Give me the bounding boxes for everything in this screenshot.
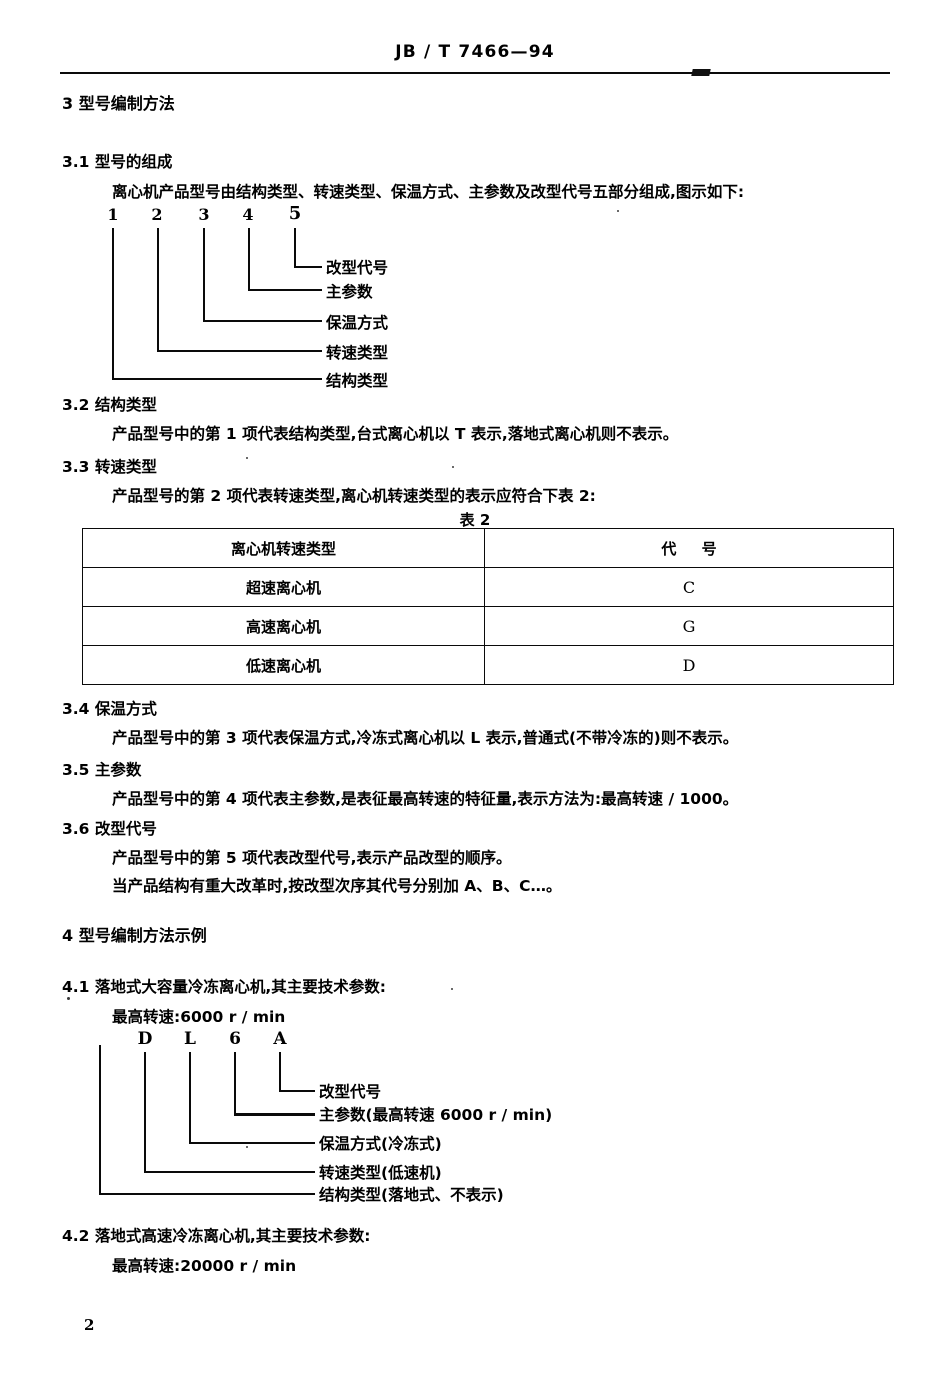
- diagram1-label-3: 保温方式: [326, 314, 389, 332]
- diagram1-label-1: 结构类型: [326, 372, 389, 390]
- diagram1-label-2: 转速类型: [326, 344, 389, 362]
- diagram1-leader-2-vertical: [157, 228, 159, 352]
- header-ink-blot: [691, 69, 711, 76]
- text-section-3-3: 产品型号的第 2 项代表转速类型,离心机转速类型的表示应符合下表 2:: [112, 487, 596, 505]
- text-section-3-6-line2: 当产品结构有重大改革时,按改型次序其代号分别加 A、B、C…。: [112, 877, 562, 895]
- text-section-3-6-line1: 产品型号中的第 5 项代表改型代号,表示产品改型的顺序。: [112, 849, 512, 867]
- page-number: 2: [84, 1316, 95, 1334]
- diagram1-label-4: 主参数: [326, 283, 373, 301]
- diagram2-code-4: 6: [229, 1029, 241, 1049]
- diagram1-leader-3-horizontal: [203, 320, 322, 322]
- diagram1-position-1: 1: [107, 205, 119, 224]
- diagram2-code-5: A: [273, 1029, 287, 1049]
- diagram2-code-2: D: [137, 1029, 153, 1049]
- diagram1-leader-4-horizontal: [248, 289, 322, 291]
- table2-row2-type: 高速离心机: [82, 606, 485, 646]
- diagram2-leader-4-vertical: [234, 1052, 236, 1115]
- diagram2-label-2: 转速类型(低速机): [319, 1164, 442, 1182]
- diagram1-leader-5-vertical: [294, 228, 296, 268]
- table2-row3-code: D: [484, 645, 894, 685]
- text-section-4-2-spec: 最高转速:20000 r / min: [112, 1257, 297, 1275]
- diagram2-leader-2-horizontal: [144, 1171, 315, 1173]
- scan-speck: [451, 988, 453, 990]
- table-row-header: 离心机转速类型 代 号: [82, 528, 894, 568]
- heading-section-3-4: 3.4 保温方式: [62, 700, 157, 718]
- diagram2-leader-1-horizontal: [99, 1193, 315, 1195]
- table2-header-type: 离心机转速类型: [82, 528, 485, 568]
- diagram1-position-5: 5: [288, 203, 302, 224]
- text-section-3-4: 产品型号中的第 3 项代表保温方式,冷冻式离心机以 L 表示,普通式(不带冷冻的…: [112, 729, 739, 747]
- diagram1-position-4: 4: [242, 205, 254, 224]
- heading-section-3-5: 3.5 主参数: [62, 761, 142, 779]
- diagram2-leader-2-vertical: [144, 1052, 146, 1173]
- diagram1-leader-1-vertical: [112, 228, 114, 380]
- scan-speck: [617, 210, 619, 212]
- table2-row1-type: 超速离心机: [82, 567, 485, 607]
- diagram1-leader-4-vertical: [248, 228, 250, 291]
- text-section-3-2: 产品型号中的第 1 项代表结构类型,台式离心机以 T 表示,落地式离心机则不表示…: [112, 425, 679, 443]
- diagram2-leader-3-vertical: [189, 1052, 191, 1144]
- table2-row3-type: 低速离心机: [82, 645, 485, 685]
- table-row: 超速离心机 C: [82, 567, 894, 607]
- heading-section-3-1: 3.1 型号的组成: [62, 153, 173, 171]
- scan-speck: [67, 997, 70, 1000]
- diagram1-leader-3-vertical: [203, 228, 205, 322]
- table2-caption: 表 2: [459, 511, 491, 529]
- table2-row1-code: C: [484, 567, 894, 607]
- diagram2-leader-5-horizontal: [279, 1090, 315, 1092]
- diagram1-leader-5-horizontal: [294, 266, 322, 268]
- diagram2-leader-5-vertical: [279, 1052, 281, 1092]
- table2-header-code: 代 号: [484, 528, 894, 568]
- diagram1-leader-1-horizontal: [112, 378, 322, 380]
- diagram1-position-2: 2: [151, 205, 163, 224]
- diagram1-label-5: 改型代号: [326, 259, 389, 277]
- header-rule: [60, 72, 890, 74]
- diagram2-leader-3-horizontal: [189, 1142, 315, 1144]
- scan-speck: [246, 457, 248, 459]
- heading-section-4-1: 4.1 落地式大容量冷冻离心机,其主要技术参数:: [62, 978, 386, 996]
- diagram2-leader-4-horizontal: [234, 1113, 315, 1116]
- text-section-3-1: 离心机产品型号由结构类型、转速类型、保温方式、主参数及改型代号五部分组成,图示如…: [112, 183, 745, 201]
- table2: 离心机转速类型 代 号 超速离心机 C 高速离心机 G 低速离心机 D: [82, 528, 894, 685]
- scan-speck: [246, 1146, 248, 1148]
- scan-speck: [452, 466, 454, 468]
- heading-section-4-2: 4.2 落地式高速冷冻离心机,其主要技术参数:: [62, 1227, 371, 1245]
- diagram2-label-5: 改型代号: [319, 1083, 382, 1101]
- table-row: 高速离心机 G: [82, 606, 894, 646]
- text-section-4-1-spec: 最高转速:6000 r / min: [112, 1008, 286, 1026]
- diagram2-label-3: 保温方式(冷冻式): [319, 1135, 442, 1153]
- heading-section-3-3: 3.3 转速类型: [62, 458, 157, 476]
- table-row: 低速离心机 D: [82, 645, 894, 685]
- heading-section-3-2: 3.2 结构类型: [62, 396, 157, 414]
- diagram1-position-3: 3: [198, 205, 210, 224]
- heading-section-3: 3 型号编制方法: [62, 94, 175, 113]
- diagram2-code-3: L: [184, 1029, 196, 1049]
- diagram1-leader-2-horizontal: [157, 350, 322, 352]
- heading-section-4: 4 型号编制方法示例: [62, 926, 207, 945]
- diagram2-leader-1-vertical: [99, 1045, 101, 1195]
- heading-section-3-6: 3.6 改型代号: [62, 820, 157, 838]
- table2-row2-code: G: [484, 606, 894, 646]
- page-header-standard-number: JB / T 7466—94: [395, 42, 555, 62]
- diagram2-label-4: 主参数(最高转速 6000 r / min): [319, 1106, 553, 1124]
- text-section-3-5: 产品型号中的第 4 项代表主参数,是表征最高转速的特征量,表示方法为:最高转速 …: [112, 790, 739, 808]
- diagram2-label-1: 结构类型(落地式、不表示): [319, 1186, 504, 1204]
